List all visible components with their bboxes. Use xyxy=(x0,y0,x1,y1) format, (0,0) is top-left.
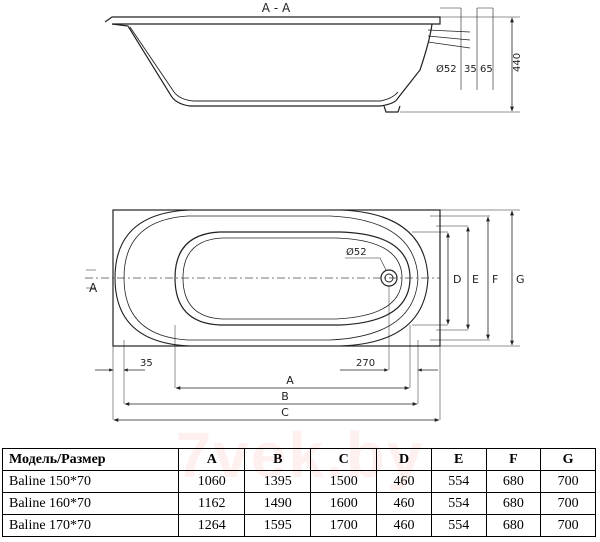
header-d: D xyxy=(376,448,432,471)
table-cell: 1700 xyxy=(310,514,378,537)
header-model: Модель/Размер xyxy=(1,448,180,471)
dim-e: E xyxy=(472,273,479,286)
dim-35-plan: 35 xyxy=(140,358,153,369)
table-cell: 460 xyxy=(376,514,432,537)
bathtub-drawing: A - A Ø52 35 65 440 A Ø52 35 270 A B C D… xyxy=(85,1,525,422)
table-cell: 1595 xyxy=(244,514,312,537)
table-row: Baline 150*70 1060 1395 1500 460 554 680… xyxy=(1,470,596,493)
header-a: A xyxy=(178,448,246,471)
header-f: F xyxy=(485,448,542,471)
table-cell: 554 xyxy=(430,470,487,493)
table-cell: 1600 xyxy=(310,492,378,515)
section-marker: A xyxy=(89,281,98,295)
table-cell: 1162 xyxy=(178,492,246,515)
table-cell: Baline 160*70 xyxy=(1,492,180,515)
dim-65: 65 xyxy=(480,64,493,75)
dim-270: 270 xyxy=(356,358,375,369)
plan-view xyxy=(85,209,520,422)
dim-a: A xyxy=(286,374,294,387)
table-header-row: Модель/Размер A B C D E F G xyxy=(1,448,596,471)
dim-d: D xyxy=(453,273,461,286)
table-cell: Baline 170*70 xyxy=(1,514,180,537)
dim-f: F xyxy=(492,273,498,286)
dia-label-top: Ø52 xyxy=(436,63,457,75)
dim-g: G xyxy=(516,273,525,286)
table-cell: 460 xyxy=(376,470,432,493)
table-cell: 680 xyxy=(485,514,542,537)
table-cell: 1500 xyxy=(310,470,378,493)
table-cell: Baline 150*70 xyxy=(1,470,180,493)
header-b: B xyxy=(244,448,312,471)
dim-440: 440 xyxy=(512,53,523,72)
header-g: G xyxy=(540,448,596,471)
table-cell: 1264 xyxy=(178,514,246,537)
table-cell: 1060 xyxy=(178,470,246,493)
dim-b: B xyxy=(281,390,289,403)
header-e: E xyxy=(430,448,487,471)
dim-35-top: 35 xyxy=(464,64,477,75)
dim-c: C xyxy=(281,406,289,419)
table-cell: 1395 xyxy=(244,470,312,493)
table-cell: 554 xyxy=(430,492,487,515)
dia-label-plan: Ø52 xyxy=(346,246,367,258)
table-cell: 700 xyxy=(540,514,596,537)
table-cell: 700 xyxy=(540,470,596,493)
section-title: A - A xyxy=(262,1,291,15)
table-cell: 680 xyxy=(485,470,542,493)
table-cell: 1490 xyxy=(244,492,312,515)
section-view xyxy=(104,7,520,113)
table-cell: 700 xyxy=(540,492,596,515)
table-cell: 460 xyxy=(376,492,432,515)
header-c: C xyxy=(310,448,378,471)
table-row: Baline 170*70 1264 1595 1700 460 554 680… xyxy=(1,514,596,537)
table-cell: 680 xyxy=(485,492,542,515)
table-row: Baline 160*70 1162 1490 1600 460 554 680… xyxy=(1,492,596,515)
table-cell: 554 xyxy=(430,514,487,537)
size-table: Модель/Размер A B C D E F G Baline 150*7… xyxy=(1,448,596,537)
